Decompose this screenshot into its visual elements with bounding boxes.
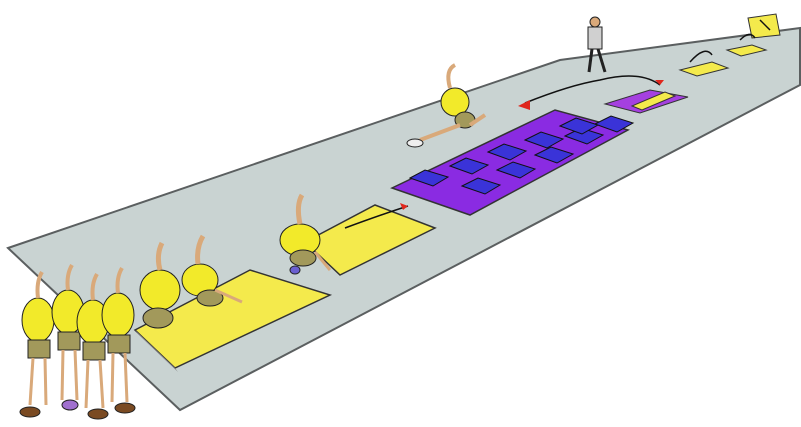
waiting-child-figure (51, 263, 85, 411)
hurdle-block (593, 115, 635, 133)
hurdle-block (486, 143, 528, 161)
flag-arrow-icon (400, 203, 408, 210)
waiting-children (19, 263, 136, 420)
crawling-child-figure (279, 193, 332, 275)
mat-children (139, 234, 243, 329)
waiting-child-figure (101, 266, 136, 414)
hurdle-blocks (408, 115, 635, 195)
yellow-barrier (678, 61, 730, 77)
runner-figure (406, 63, 487, 148)
flag-arrow-icon (655, 80, 664, 85)
hurdle-block (448, 157, 490, 175)
waiting-child-figure (76, 272, 110, 420)
hurdle-block (408, 169, 450, 187)
hurdle-block (495, 161, 537, 179)
hurdle-block (523, 131, 565, 149)
yellow-wedge (630, 91, 677, 111)
yellow-barrier (725, 44, 768, 57)
waiting-child-figure (19, 270, 55, 418)
coach-figure (587, 16, 607, 73)
hurdle-block (460, 177, 502, 195)
hurdle-block (533, 146, 575, 164)
finish-box (747, 13, 781, 39)
crawl-mat (303, 204, 437, 276)
flag-arrow-icon (518, 100, 530, 110)
